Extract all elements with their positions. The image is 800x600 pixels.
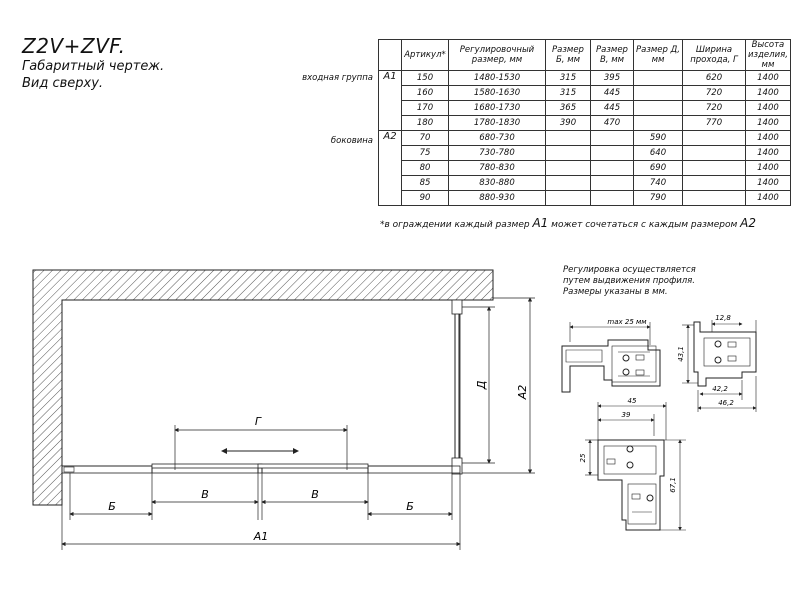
label-g: Г <box>255 415 262 428</box>
dim-43-1: 43,1 <box>677 346 685 362</box>
tray-outline <box>61 299 461 467</box>
dim-bottom: Б В В Б А1 <box>61 473 461 550</box>
dim-46-2: 46,2 <box>718 399 734 407</box>
footnote-text: *в ограждении каждый размер <box>380 220 533 230</box>
dim-max: max 25 мм <box>607 318 647 326</box>
profile-note-line: путем выдвижения профиля. <box>563 276 695 286</box>
label-v-left: В <box>201 488 209 501</box>
label-v-right: В <box>311 488 319 501</box>
table-header: Высота изделия, мм <box>745 39 791 71</box>
group-label-side: боковина <box>330 136 373 146</box>
table-header: Размер Д, мм <box>633 39 683 71</box>
label-a1: А1 <box>253 530 269 543</box>
group-label-entry: входная группа <box>302 73 373 83</box>
drawing-view-label: Вид сверху. <box>22 76 104 91</box>
side-panel <box>451 299 463 475</box>
drawing-title: Z2V+ZVF. <box>22 34 126 58</box>
label-b-right: Б <box>406 500 414 513</box>
dim-42-2: 42,2 <box>712 385 728 393</box>
footnote-a2: А2 <box>740 216 756 230</box>
table-header: Размер В, мм <box>590 39 634 71</box>
label-a2: А2 <box>516 385 529 401</box>
profile-detail-corner: 45 39 25 67,1 <box>579 397 686 531</box>
profile-note-line: Регулировка осуществляется <box>563 265 696 275</box>
dim-12-8: 12,8 <box>715 314 731 322</box>
dim-25: 25 <box>579 453 587 462</box>
dim-g: Г <box>174 415 348 470</box>
profile-note-line: Размеры указаны в мм. <box>563 287 668 297</box>
label-b-left: Б <box>108 500 116 513</box>
table-cell: 1400 <box>745 190 791 206</box>
footnote-text-middle: может сочетаться с каждым размером <box>548 220 741 230</box>
table-cell: 790 <box>633 190 683 206</box>
table-footnote: *в ограждении каждый размер А1 может соч… <box>380 216 756 230</box>
entry-panels <box>61 463 461 474</box>
table-cell <box>682 190 746 206</box>
wall <box>32 269 494 506</box>
drawing-subtitle: Габаритный чертеж. <box>22 59 165 74</box>
table-header-row: Артикул* Регулировочный размер, мм Разме… <box>378 39 791 71</box>
dim-side: Д А2 <box>462 297 535 474</box>
table-header-group <box>378 39 402 71</box>
footnote-a1: А1 <box>532 216 549 230</box>
spec-table: Артикул* Регулировочный размер, мм Разме… <box>378 39 791 206</box>
profile-detail-adjustment: max 25 мм <box>561 318 661 393</box>
table-header: Ширина прохода, Г <box>682 39 746 71</box>
dim-39: 39 <box>622 411 631 419</box>
table-header: Артикул* <box>401 39 449 71</box>
profile-detail-wall: 12,8 43,1 42,2 46,2 <box>677 314 757 412</box>
label-d: Д <box>475 380 488 390</box>
dim-67-1: 67,1 <box>669 477 677 493</box>
dim-45: 45 <box>628 397 637 405</box>
